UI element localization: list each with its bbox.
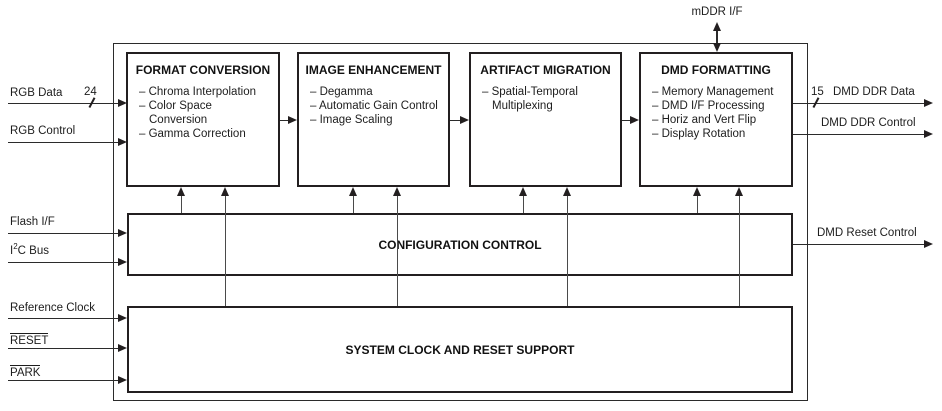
config-up-line [522, 195, 524, 213]
block-item: – Automatic Gain Control [310, 100, 438, 112]
rgb-data-bus-width: 24 [84, 86, 97, 98]
reference-clock-arrow-icon [118, 314, 127, 323]
block-item: – Horiz and Vert Flip [652, 114, 757, 126]
rgb-data-label: RGB Data [10, 87, 63, 99]
block-title: FORMAT CONVERSION [135, 63, 271, 77]
block-dmd-formatting: DMD FORMATTING – Memory Management – DMD… [639, 52, 793, 187]
i2c-bus-label: I2C Bus [10, 242, 49, 257]
block-item: – Spatial-Temporal Multiplexing [482, 86, 578, 112]
clock-up-arrow-icon [562, 187, 571, 196]
mddr-if-label: mDDR I/F [691, 6, 743, 18]
block-item-list: – Degamma – Automatic Gain Control – Ima… [299, 85, 448, 127]
dmd-ddr-control-arrow-icon [924, 130, 933, 139]
block-item: – Color Space Conversion [139, 100, 212, 126]
block-title: DMD FORMATTING [661, 63, 771, 77]
config-up-arrow-icon [692, 187, 701, 196]
block-system-clock-reset: SYSTEM CLOCK AND RESET SUPPORT [127, 306, 793, 393]
chip-boundary [113, 43, 808, 401]
rgb-data-arrow-icon [118, 99, 127, 108]
park-line [8, 380, 119, 382]
rgb-control-label: RGB Control [10, 125, 76, 137]
config-up-arrow-icon [176, 187, 185, 196]
block-item: – Chroma Interpolation [139, 86, 256, 98]
block-item-list: – Memory Management – DMD I/F Processing… [641, 85, 791, 141]
clock-up-arrow-icon [734, 187, 743, 196]
pipeline-arrow-icon [288, 116, 297, 125]
block-item: – Display Rotation [652, 128, 746, 140]
i2c-post: C Bus [17, 245, 49, 257]
block-item: – DMD I/F Processing [652, 100, 765, 112]
mddr-arrow-down-icon [712, 43, 721, 52]
reset-arrow-icon [118, 344, 127, 353]
block-title: CONFIGURATION CONTROL [378, 237, 542, 252]
config-up-line [696, 195, 698, 213]
reset-label: RESET [10, 333, 49, 347]
dmd-reset-control-label: DMD Reset Control [817, 227, 917, 239]
dmd-ddr-data-arrow-icon [924, 99, 933, 108]
rgb-control-line [8, 142, 119, 144]
reset-overline-text: RESET [10, 333, 49, 347]
park-arrow-icon [118, 376, 127, 385]
pipeline-line [450, 120, 462, 122]
park-label: PARK [10, 365, 41, 379]
config-up-line [352, 195, 354, 213]
block-item: – Memory Management [652, 86, 774, 98]
clock-up-line [396, 195, 398, 306]
i2c-bus-arrow-icon [118, 258, 127, 267]
dmd-ddr-data-label: DMD DDR Data [833, 86, 915, 98]
block-item: – Gamma Correction [139, 128, 246, 140]
pipeline-arrow-icon [630, 116, 639, 125]
config-up-arrow-icon [518, 187, 527, 196]
flash-if-arrow-icon [118, 229, 127, 238]
dmd-ddr-control-label: DMD DDR Control [821, 117, 916, 129]
config-up-line [180, 195, 182, 213]
i2c-sup: 2 [13, 242, 18, 252]
i2c-bus-line [8, 262, 119, 264]
block-item: – Degamma [310, 86, 373, 98]
clock-up-arrow-icon [220, 187, 229, 196]
block-item: – Image Scaling [310, 114, 393, 126]
reference-clock-line [8, 318, 119, 320]
flash-if-line [8, 233, 119, 235]
clock-up-arrow-icon [392, 187, 401, 196]
block-item-list: – Spatial-Temporal Multiplexing [471, 85, 620, 113]
rgb-control-arrow-icon [118, 138, 127, 147]
block-artifact-migration: ARTIFACT MIGRATION – Spatial-Temporal Mu… [469, 52, 622, 187]
config-up-arrow-icon [348, 187, 357, 196]
reset-line [8, 348, 119, 350]
dmd-ddr-control-line [793, 134, 925, 136]
block-title: SYSTEM CLOCK AND RESET SUPPORT [345, 342, 575, 357]
block-title: ARTIFACT MIGRATION [480, 63, 611, 77]
block-format-conversion: FORMAT CONVERSION – Chroma Interpolation… [126, 52, 280, 187]
i2c-pre: I [10, 245, 14, 257]
block-image-enhancement: IMAGE ENHANCEMENT – Degamma – Automatic … [297, 52, 450, 187]
reference-clock-label: Reference Clock [10, 302, 96, 314]
dmd-reset-control-arrow-icon [924, 240, 933, 249]
pipeline-line [280, 120, 290, 122]
pipeline-arrow-icon [460, 116, 469, 125]
clock-up-line [738, 195, 740, 306]
mddr-arrow-up-icon [712, 22, 721, 31]
mddr-arrow-line [716, 30, 718, 44]
dmd-reset-control-line [793, 244, 925, 246]
park-overline-text: PARK [10, 365, 41, 379]
block-item-list: – Chroma Interpolation – Color Space Con… [128, 85, 278, 141]
dmd-ddr-data-bus-width: 15 [811, 86, 824, 98]
block-title: IMAGE ENHANCEMENT [305, 63, 442, 77]
dmd-ddr-data-line [793, 103, 925, 105]
clock-up-line [566, 195, 568, 306]
clock-up-line [224, 195, 226, 306]
flash-if-label: Flash I/F [10, 216, 55, 228]
pipeline-line [622, 120, 632, 122]
block-configuration-control: CONFIGURATION CONTROL [127, 213, 793, 276]
rgb-data-line [8, 103, 119, 105]
